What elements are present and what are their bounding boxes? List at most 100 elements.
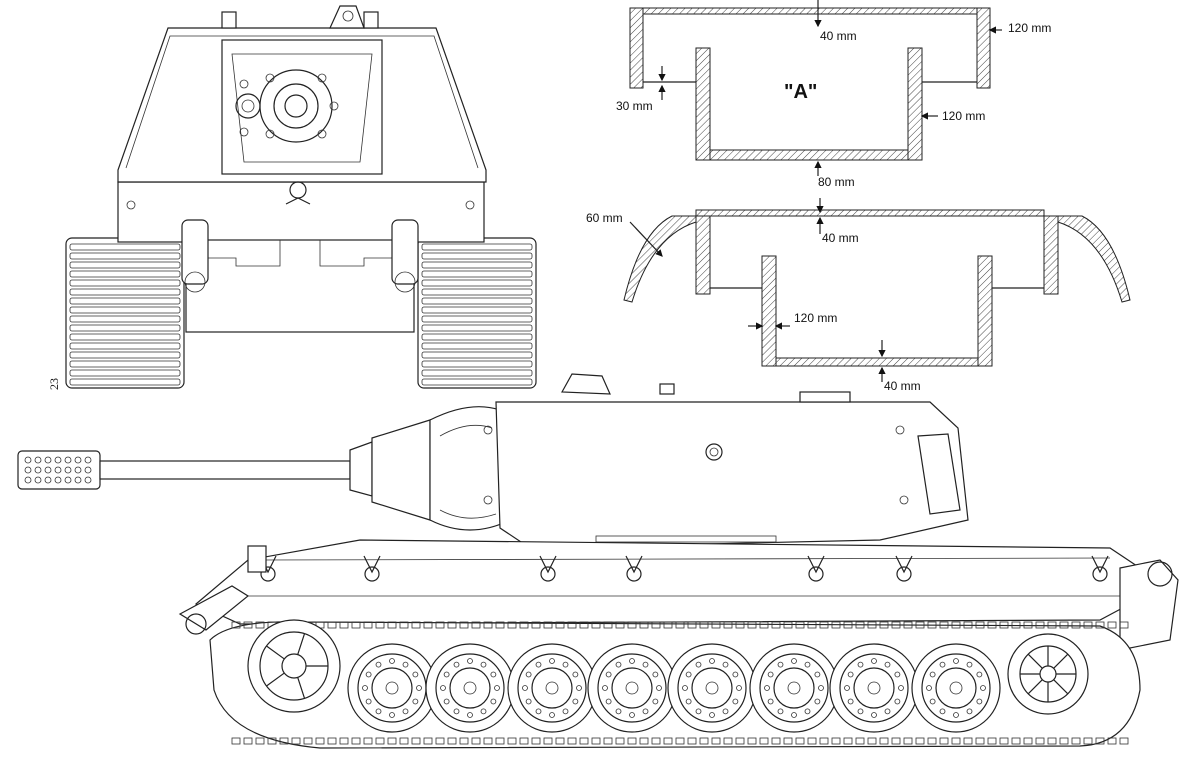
road-wheel-bolt [490,698,497,705]
track-link-bottom [903,737,913,745]
track-link-top [255,621,265,629]
road-wheel-bolt [467,712,473,718]
suspension-mount [260,566,276,582]
muzzle-hole [44,466,52,474]
road-wheel-rim [517,653,587,723]
track-link-top [555,621,565,629]
track-link-top [1035,621,1045,629]
road-wheel-bolt [777,708,784,715]
track-link-bottom [555,737,565,745]
dim-lower-side: 120 mm [794,311,837,325]
road-wheel-bolt [375,708,382,715]
track-link-bottom [435,737,445,745]
muzzle-hole [64,466,72,474]
road-wheel-hub [611,667,653,709]
road-wheel-bolt [443,698,450,705]
track-link-bottom [795,737,805,745]
track-link-bottom [855,737,865,745]
road-wheel-bolt [857,708,864,715]
idler-spoke [1027,653,1043,669]
track-tread [69,297,181,305]
front-hull [117,181,485,243]
road-wheel-hub [449,667,491,709]
track-link-top [891,621,901,629]
road-wheel [911,643,1001,733]
track-link-bottom [315,737,325,745]
road-wheel-center [545,681,559,695]
road-wheel-rim [839,653,909,723]
road-wheel-bolt [365,671,372,678]
road-wheel-bolt [642,661,649,668]
suspension-mount [540,566,556,582]
road-wheel-center [463,681,477,695]
track-link-bottom [771,737,781,745]
section-a-label: "A" [784,81,817,103]
muzzle-hole [44,456,52,464]
side-drive-sprocket [247,619,341,713]
track-link-bottom [687,737,697,745]
road-wheel-bolt [894,671,901,678]
track-link-bottom [1083,737,1093,745]
road-wheel-bolt [939,661,946,668]
idler-spoke [1053,653,1069,669]
road-wheel-bolt [791,712,797,718]
road-wheel-bolt [682,685,688,691]
track-link-bottom [1071,737,1081,745]
road-wheel-bolt [966,661,973,668]
track-link-top [543,621,553,629]
track-link-top [579,621,589,629]
road-wheel-bolt [871,712,877,718]
track-link-top [399,621,409,629]
road-wheel-bolt [732,671,739,678]
track-link-top [615,621,625,629]
track-link-bottom [951,737,961,745]
road-wheel [587,643,677,733]
track-tread [69,342,181,350]
track-link-top [783,621,793,629]
track-link-top [639,621,649,629]
track-link-bottom [291,737,301,745]
suspension-mount [364,566,380,582]
track-link-bottom [363,737,373,745]
sprocket-spoke [266,645,285,660]
muzzle-hole [34,476,42,484]
armor-section-a: "A" 40 mm 120 mm 30 mm 120 mm 80 mm [616,0,1051,189]
track-link-top [459,621,469,629]
road-wheel-bolt [926,685,932,691]
track-link-bottom [243,737,253,745]
track-link-bottom [831,737,841,745]
front-view: 23 [47,5,537,390]
page-number: 23 [47,378,61,390]
road-wheel-bolt [572,671,579,678]
road-wheel-bolt [412,698,419,705]
track-tread [69,324,181,332]
side-hull [194,539,1141,625]
side-superstructure [495,401,969,549]
track-link-bottom [543,737,553,745]
track-link-top [1095,621,1105,629]
track-link-top [735,621,745,629]
track-tread [69,360,181,368]
road-wheel-bolt [929,671,936,678]
track-tread [69,243,181,251]
road-wheel-bolt [440,685,446,691]
track-link-bottom [867,737,877,745]
road-wheel-bolt [522,685,528,691]
muzzle-hole [54,476,62,484]
muzzle-hole [84,456,92,464]
track-link-bottom [375,737,385,745]
track-link-top [471,621,481,629]
road-wheel-bolt [375,661,382,668]
road-wheel [425,643,515,733]
road-wheel-bolt [652,698,659,705]
track-link-bottom [939,737,949,745]
side-view [17,373,1179,749]
track-link-top [951,621,961,629]
muzzle-hole [84,466,92,474]
road-wheel-bolt [402,661,409,668]
track-link-bottom [663,737,673,745]
track-link-top [495,621,505,629]
track-link-top [603,621,613,629]
muzzle-hole [64,456,72,464]
road-wheel-bolt [871,658,877,664]
